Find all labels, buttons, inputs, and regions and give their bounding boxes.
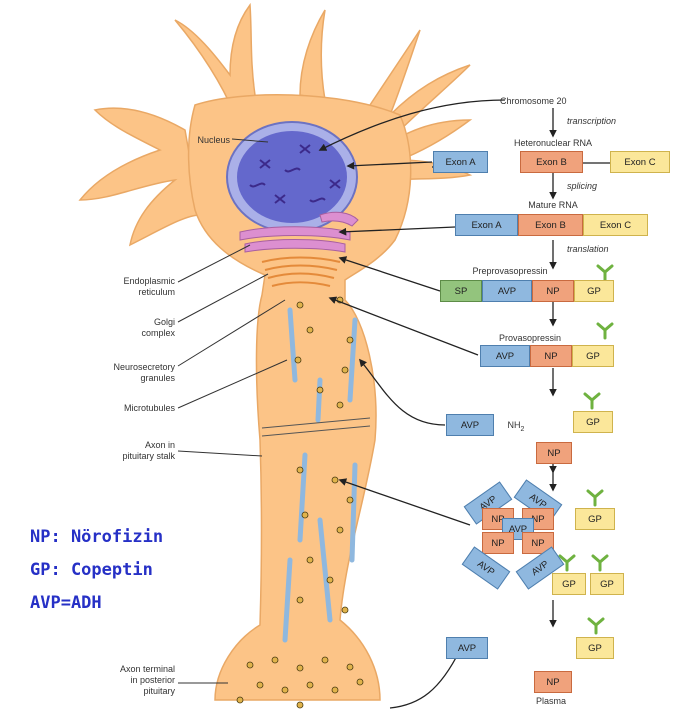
nh2-subscript: 2 (521, 426, 525, 433)
sp-box: SP (440, 280, 482, 302)
label-axon-stalk-2: pituitary stalk (75, 451, 175, 461)
label-nucleus: Nucleus (180, 135, 230, 145)
mature-exon-c-box: Exon C (583, 214, 648, 236)
label-plasma: Plasma (526, 696, 576, 706)
gp-box-2: GP (572, 345, 614, 367)
gp-box-1: GP (574, 280, 614, 302)
label-axon-terminal-2: in posterior (75, 675, 175, 685)
avp-box-1: AVP (482, 280, 532, 302)
avp-box-2: AVP (480, 345, 530, 367)
gp-box-pair-2: GP (590, 573, 624, 595)
np-box-3: NP (536, 442, 572, 464)
label-axon-stalk-1: Axon in (75, 440, 175, 450)
np-box-2: NP (530, 345, 572, 367)
gp-box-3: GP (573, 411, 613, 433)
label-preprovasopressin: Preprovasopressin (450, 266, 570, 276)
label-golgi-1: Golgi (95, 317, 175, 327)
np-box-1: NP (532, 280, 574, 302)
label-microtubules: Microtubules (75, 403, 175, 413)
legend-gp: GP: Copeptin (30, 560, 153, 580)
label-granules-2: granules (75, 373, 175, 383)
np-box-final: NP (534, 671, 572, 693)
label-mature-rna: Mature RNA (503, 200, 603, 210)
label-axon-terminal-3: pituitary (75, 686, 175, 696)
label-granules-1: Neurosecretory (75, 362, 175, 372)
label-translation: translation (567, 244, 647, 254)
exon-b-box: Exon B (520, 151, 583, 173)
avp-box-final: AVP (446, 637, 488, 659)
mature-exon-b-box: Exon B (518, 214, 583, 236)
gp-box-final: GP (576, 637, 614, 659)
gp-box-pair-1: GP (552, 573, 586, 595)
label-splicing: splicing (567, 181, 647, 191)
nh2-label: NH2 (494, 420, 538, 435)
avp-box-3: AVP (446, 414, 494, 436)
nh2-text: NH (508, 420, 521, 430)
gp-box-complex: GP (575, 508, 615, 530)
label-er-2: reticulum (95, 287, 175, 297)
neuron-cell-body (80, 5, 470, 700)
label-golgi-2: complex (95, 328, 175, 338)
exon-a-box: Exon A (433, 151, 488, 173)
label-chromosome: Chromosome 20 (500, 96, 610, 106)
legend-avp: AVP=ADH (30, 593, 102, 613)
label-transcription: transcription (567, 116, 647, 126)
label-er-1: Endoplasmic (95, 276, 175, 286)
legend-np: NP: Nörofizin (30, 527, 163, 547)
np-box-complex-3: NP (482, 532, 514, 554)
exon-c-box: Exon C (610, 151, 670, 173)
label-provasopressin: Provasopressin (480, 333, 580, 343)
label-hetero-rna: Heteronuclear RNA (493, 138, 613, 148)
mature-exon-a-box: Exon A (455, 214, 518, 236)
label-axon-terminal-1: Axon terminal (75, 664, 175, 674)
